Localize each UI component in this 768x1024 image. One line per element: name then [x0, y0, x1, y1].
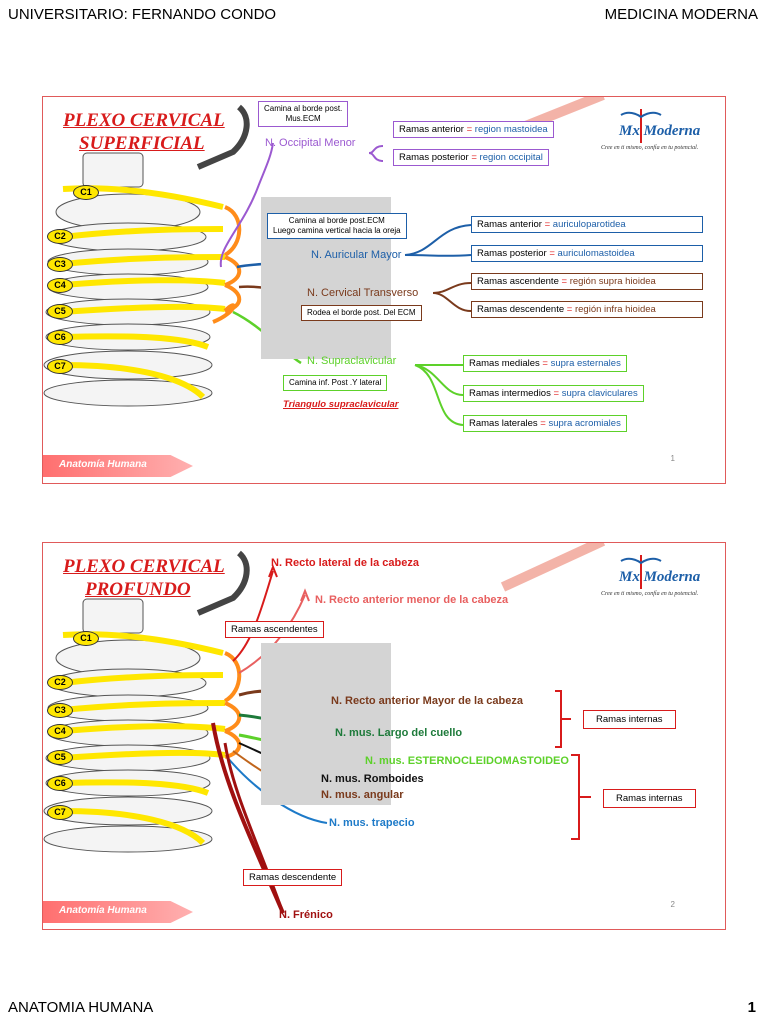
branch-box: Ramas anterior = region mastoidea: [393, 121, 554, 138]
slide2-title-line2: PROFUNDO: [85, 579, 191, 600]
vertebra-label: C2: [47, 675, 73, 690]
mx-moderna-logo: Mx Moderna Cree en ti mismo, confía en t…: [601, 553, 711, 613]
vertebra-label: C3: [47, 703, 73, 718]
slide1-title-line2: SUPERFICIAL: [79, 133, 205, 154]
branch-box: Ramas mediales = supra esternales: [463, 355, 627, 372]
watermark-box: [261, 643, 391, 805]
plexus-loops: [212, 205, 242, 324]
caduceus-icon: [620, 109, 662, 143]
slide-superficial: PLEXO CERVICAL SUPERFICIAL C1 C2 C3 C4 C…: [42, 96, 726, 484]
vertebra-label: C4: [47, 278, 73, 293]
branch-box: Ramas posterior = region occipital: [393, 149, 549, 166]
vertebra-label: C1: [73, 185, 99, 200]
nerve-recto-anterior-mayor: N. Recto anterior Mayor de la cabeza: [331, 695, 523, 707]
branch-box: Ramas posterior = auriculomastoidea: [471, 245, 703, 262]
slide1-drawing: [43, 97, 605, 426]
ramas-internas-box-2: Ramas internas: [603, 789, 696, 808]
slide2-page-number: 2: [670, 900, 675, 909]
slide1-page-number: 1: [670, 454, 675, 463]
nerve-cervical-transverso: N. Cervical Transverso: [307, 287, 419, 299]
nerve-frenico: N. Frénico: [279, 909, 333, 921]
branch-box: Ramas intermedios = supra claviculares: [463, 385, 644, 402]
vertebra-label: C5: [47, 304, 73, 319]
triangle-label: Triangulo supraclavicular: [283, 399, 399, 410]
nerve-angular: N. mus. angular: [321, 789, 404, 801]
slide2-title-line1: PLEXO CERVICAL: [63, 556, 225, 577]
plexus-loops: [223, 651, 242, 759]
branch-box: Ramas ascendente = región supra hioidea: [471, 273, 703, 290]
branch-box: Ramas descendente = región infra hioidea: [471, 301, 703, 318]
nerve-roots: [62, 185, 226, 400]
mx-moderna-logo: Mx Moderna Cree en ti mismo, confía en t…: [601, 107, 711, 167]
transverso-note: Rodea el borde post. Del ECM: [301, 305, 422, 321]
pen-decoration: [500, 543, 606, 592]
vertebra-label: C2: [47, 229, 73, 244]
skull-outline: [196, 104, 250, 170]
branch-box: Ramas laterales = supra acromiales: [463, 415, 627, 432]
header-left: UNIVERSITARIO: FERNANDO CONDO: [8, 6, 277, 23]
nerve-occipital-menor: N. Occipital Menor: [265, 137, 356, 149]
bracket-internas-1: [555, 690, 571, 748]
frenico-path: [211, 722, 285, 914]
nerve-recto-anterior-menor: N. Recto anterior menor de la cabeza: [315, 594, 509, 606]
slide1-title-line1: PLEXO CERVICAL: [63, 110, 225, 131]
ramas-descendente-box: Ramas descendente: [243, 869, 343, 886]
slide2-footer-banner: Anatomía Humana: [43, 901, 193, 923]
ramas-internas-box-1: Ramas internas: [583, 710, 676, 729]
slide1-footer-banner: Anatomía Humana: [43, 455, 193, 477]
vertebra-label: C1: [73, 631, 99, 646]
nerve-supraclavicular: N. Supraclavicular: [307, 355, 397, 367]
vertebra-label: C5: [47, 750, 73, 765]
vertebra-label: C7: [47, 805, 73, 820]
skull-outline: [196, 550, 250, 616]
occipital-note: Camina al borde post.Mus.ECM: [258, 101, 349, 127]
branch-box: Ramas anterior = auriculoparotidea: [471, 216, 703, 233]
slide-profundo: PLEXO CERVICAL PROFUNDO C1 C2 C3 C4 C5 C…: [42, 542, 726, 930]
slide2-drawing: [43, 543, 606, 914]
nerve-trapecio: N. mus. trapecio: [329, 817, 415, 829]
nerve-largo-cuello: N. mus. Largo del cuello: [335, 727, 463, 739]
nerve-recto-lateral: N. Recto lateral de la cabeza: [271, 557, 419, 569]
caduceus-icon: [620, 555, 662, 589]
vertebra-label: C4: [47, 724, 73, 739]
header-right: MEDICINA MODERNA: [604, 6, 758, 23]
vertebra-label: C7: [47, 359, 73, 374]
nerve-auricular-mayor: N. Auricular Mayor: [311, 249, 402, 261]
supraclavicular-note: Camina inf. Post .Y lateral: [283, 375, 388, 391]
bracket-internas-2: [571, 754, 591, 840]
ramas-ascendentes-box: Ramas ascendentes: [225, 621, 324, 638]
vertebra-label: C3: [47, 257, 73, 272]
occipital-path: [219, 142, 274, 268]
footer-left: ANATOMIA HUMANA: [8, 999, 154, 1016]
nerve-romboides: N. mus. Romboides: [321, 773, 424, 785]
page-number: 1: [747, 999, 756, 1016]
nerve-ecm: N. mus. ESTERNOCLEIDOMASTOIDEO: [365, 755, 569, 767]
vertebra-label: C6: [47, 330, 73, 345]
vertebra-label: C6: [47, 776, 73, 791]
